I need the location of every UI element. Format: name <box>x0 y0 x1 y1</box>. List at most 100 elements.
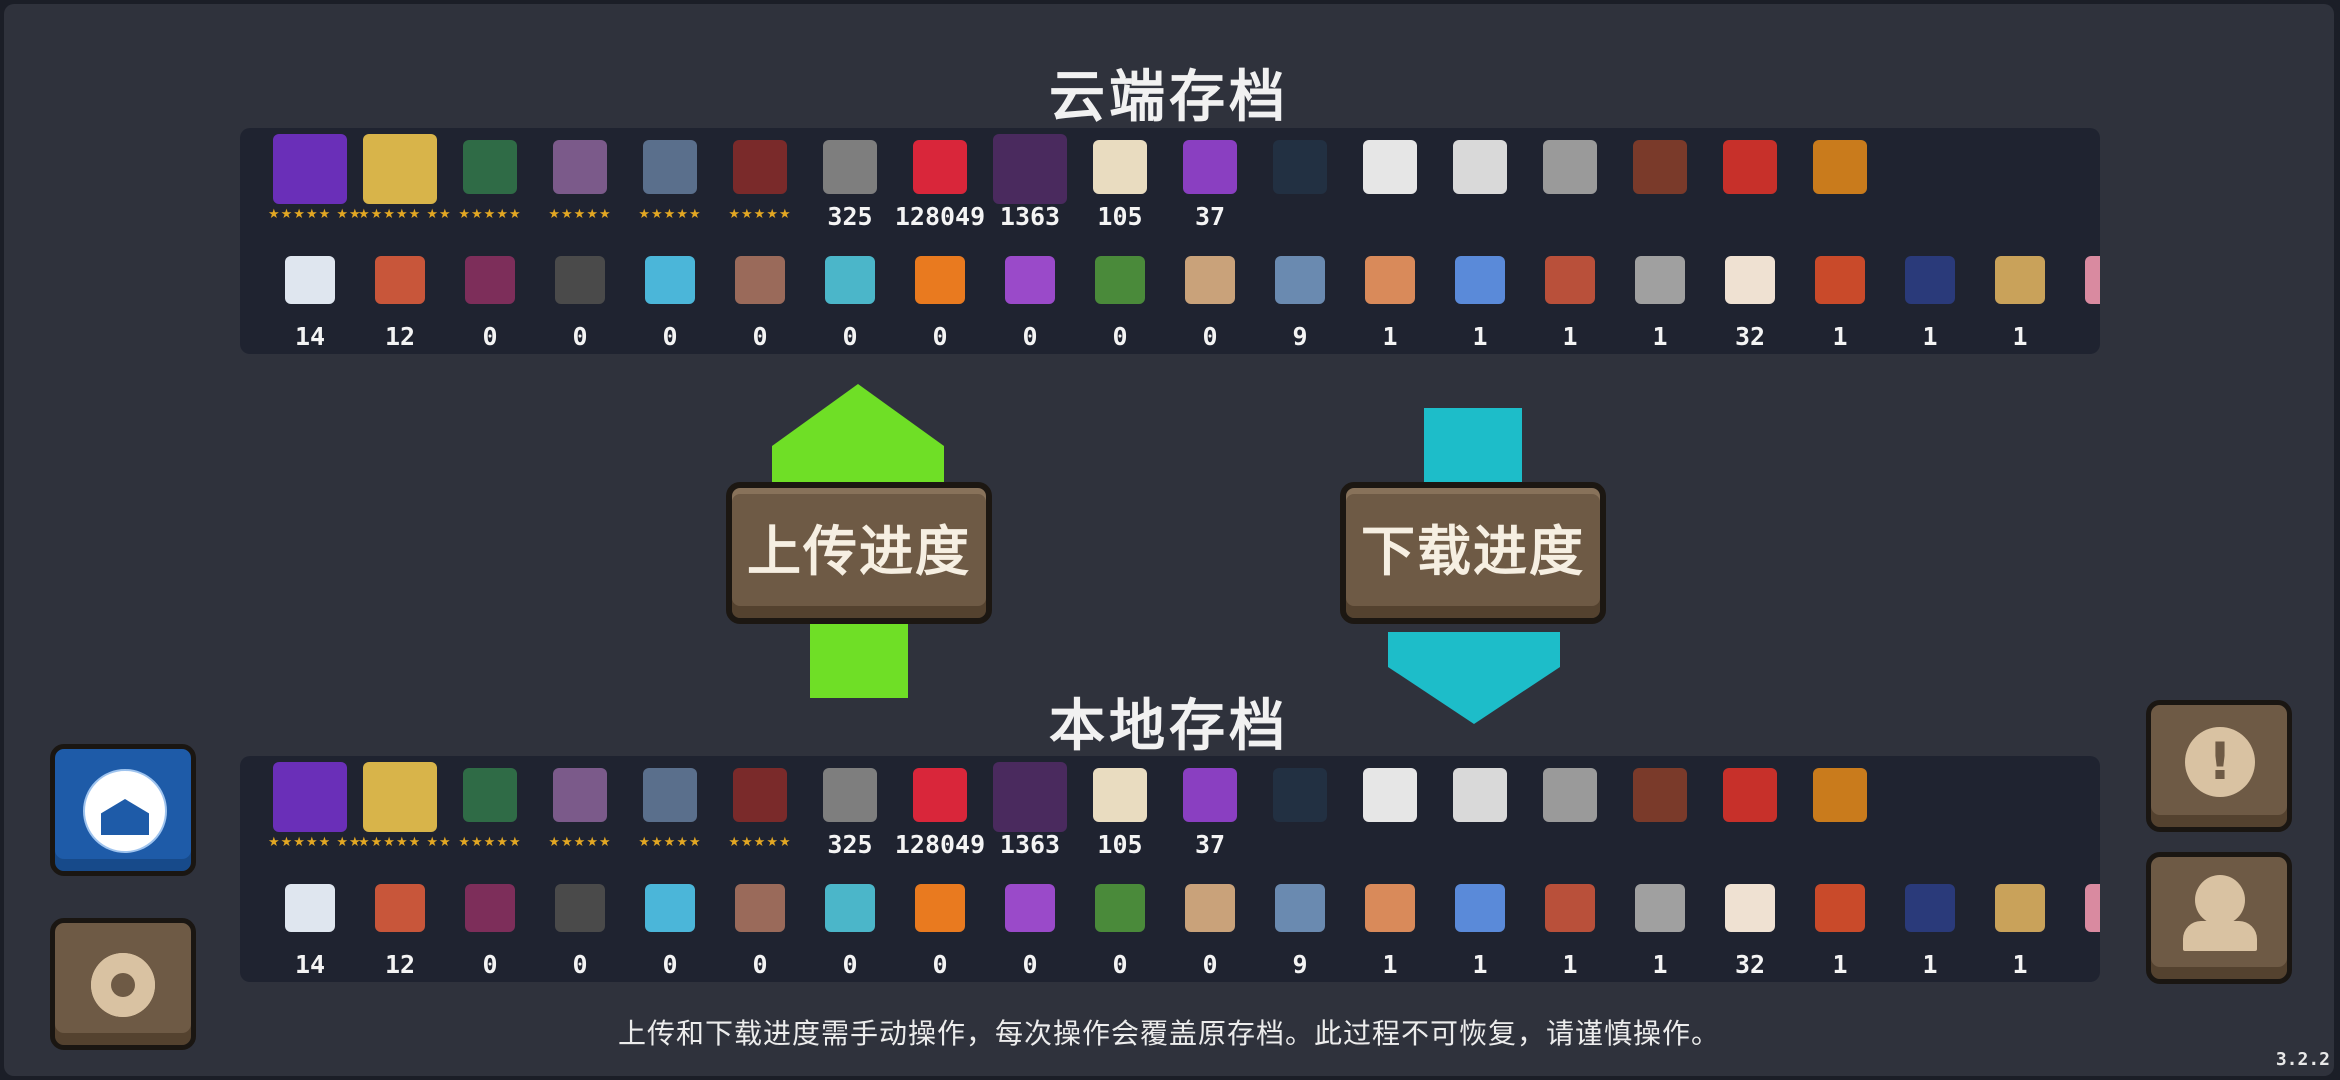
cloud-save-title: 云端存档 <box>1049 65 1289 130</box>
tap-sign-icon <box>1453 768 1507 822</box>
cloud-bottom-item: 0 <box>448 244 532 354</box>
crystal-plant-icon <box>1005 884 1055 932</box>
item-count: 1 <box>1382 950 1398 979</box>
star-rating: ★★★★★ <box>458 835 522 850</box>
fish-plate-icon <box>1275 256 1325 304</box>
card-icon <box>1093 140 1147 194</box>
tile-tan-icon <box>1995 884 2045 932</box>
cloud-top-item: ★★★★★ <box>448 128 532 238</box>
local-bottom-item: 0 <box>898 872 982 982</box>
community-button[interactable] <box>50 744 196 876</box>
upload-progress-button[interactable]: 上传进度 <box>726 482 992 624</box>
local-top-item: 128049 <box>895 756 985 866</box>
item-count: 105 <box>1097 202 1143 231</box>
tile-pink-icon <box>2085 884 2100 932</box>
tile-tan-icon <box>1995 256 2045 304</box>
local-bottom-item: 1 <box>1798 872 1882 982</box>
map-icon <box>735 256 785 304</box>
item-count: 14 <box>294 950 326 979</box>
item-count: 1 <box>1652 322 1668 351</box>
local-top-item: 37 <box>1168 756 1252 866</box>
item-count: 325 <box>827 202 873 231</box>
book-icon <box>465 256 515 304</box>
item-count: 12 <box>384 950 416 979</box>
item-count: 1363 <box>999 202 1061 231</box>
star-rating: ★★★★★ <box>548 207 612 222</box>
feather-icon <box>285 256 335 304</box>
local-bottom-item: 0 <box>1168 872 1252 982</box>
local-top-item <box>1528 756 1612 866</box>
item-count: 14 <box>294 322 326 351</box>
cloud-top-item <box>1618 128 1702 238</box>
shirt-icon <box>825 884 875 932</box>
cloud-bottom-item: 1 <box>1798 244 1882 354</box>
fish-plate-icon <box>1275 884 1325 932</box>
tile-red2-icon <box>1815 256 1865 304</box>
item-count: 0 <box>662 950 678 979</box>
local-top-item <box>1438 756 1522 866</box>
tile-gray-icon <box>1635 256 1685 304</box>
tile-navy-icon <box>1905 884 1955 932</box>
item-count: 0 <box>1112 950 1128 979</box>
gun-icon <box>823 140 877 194</box>
item-count: 9 <box>1292 322 1308 351</box>
item-count: 1 <box>1652 950 1668 979</box>
item-count: 0 <box>572 322 588 351</box>
item-count: 1 <box>1472 322 1488 351</box>
golden-drum-icon <box>363 134 437 204</box>
paper-icon <box>555 884 605 932</box>
local-bottom-item: 12 <box>358 872 442 982</box>
download-progress-button[interactable]: 下载进度 <box>1340 482 1606 624</box>
download-arrow-stem <box>1424 408 1522 484</box>
local-bottom-item: 1 <box>1978 872 2062 982</box>
cloud-top-item <box>1528 128 1612 238</box>
item-count: 0 <box>932 322 948 351</box>
tile-blue-icon <box>1455 884 1505 932</box>
item-count: 32 <box>1734 322 1766 351</box>
local-top-item: ★★★★★ <box>628 756 712 866</box>
item-count: 1 <box>1832 322 1848 351</box>
cloud-bottom-item: 14 <box>268 244 352 354</box>
jar-icon <box>1185 256 1235 304</box>
item-count: 1 <box>1562 950 1578 979</box>
item-count: 0 <box>572 950 588 979</box>
book-icon <box>465 884 515 932</box>
notice-button[interactable]: ! <box>2146 700 2292 832</box>
item-count: 1 <box>1922 322 1938 351</box>
cloud-bottom-item <box>2068 244 2100 354</box>
map-icon <box>735 884 785 932</box>
local-top-item <box>1798 756 1882 866</box>
item-count: 0 <box>842 322 858 351</box>
cloud-top-item: ★★★★★ <box>718 128 802 238</box>
paper-icon <box>555 256 605 304</box>
tile-navy-icon <box>1905 256 1955 304</box>
card-icon <box>1093 768 1147 822</box>
local-top-item: ★★★★★ <box>538 756 622 866</box>
plant-pot-icon <box>733 768 787 822</box>
cloud-bottom-item: 1 <box>1438 244 1522 354</box>
tile-red-icon <box>1545 884 1595 932</box>
wizard-pet-icon <box>273 762 347 832</box>
settings-button[interactable] <box>50 918 196 1050</box>
cloud-bottom-item: 1 <box>1888 244 1972 354</box>
ticket-icon <box>375 256 425 304</box>
cloud-bottom-item: 0 <box>628 244 712 354</box>
seal-icon <box>1543 768 1597 822</box>
flame-dragon-icon <box>1813 768 1867 822</box>
item-count: 0 <box>1112 322 1128 351</box>
item-count: 0 <box>752 322 768 351</box>
local-bottom-item <box>2068 872 2100 982</box>
star-rating: ★★★★★ <box>728 207 792 222</box>
tap-sign-icon <box>1453 140 1507 194</box>
red-ghost-icon <box>913 768 967 822</box>
gear-icon <box>91 953 155 1017</box>
item-count: 0 <box>1022 322 1038 351</box>
item-count: 0 <box>932 950 948 979</box>
local-bottom-item: 1 <box>1438 872 1522 982</box>
red-demon-icon <box>1723 768 1777 822</box>
profile-button[interactable] <box>2146 852 2292 984</box>
item-count: 37 <box>1194 830 1226 859</box>
item-count: 1 <box>1382 322 1398 351</box>
cloud-top-item: 37 <box>1168 128 1252 238</box>
